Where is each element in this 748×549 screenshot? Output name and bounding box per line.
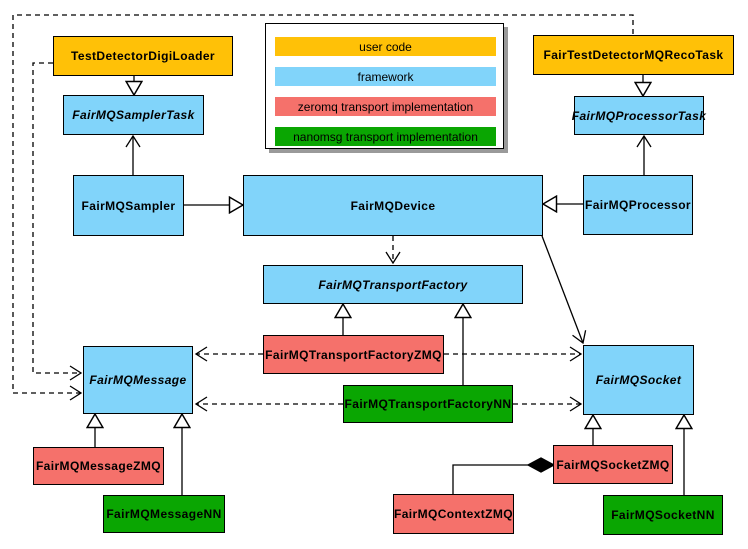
class-fairmq-transport-factory: FairMQTransportFactory — [263, 265, 523, 304]
edge-device-socket — [541, 235, 587, 345]
legend-item-framework: framework — [275, 67, 496, 86]
class-fairmq-processor-task: FairMQProcessorTask — [572, 96, 706, 135]
class-fairmq-message: FairMQMessage — [83, 346, 193, 414]
class-fairmq-sampler: FairMQSampler — [73, 175, 184, 236]
class-fairmq-device: FairMQDevice — [243, 175, 543, 236]
class-test-detector-digi-loader: TestDetectorDigiLoader — [53, 36, 233, 76]
composition-diamond — [526, 457, 556, 473]
edge-contextzmq-socketzmq — [452, 464, 528, 494]
class-fairmq-message-zmq: FairMQMessageZMQ — [33, 447, 164, 485]
class-fairmq-transport-factory-nn: FairMQTransportFactoryNN — [343, 385, 513, 423]
class-fairmq-sampler-task: FairMQSamplerTask — [63, 95, 204, 135]
class-fairmq-message-nn: FairMQMessageNN — [103, 495, 225, 533]
legend-item-user-code: user code — [275, 37, 496, 56]
legend-item-nanomsg: nanomsg transport implementation — [275, 127, 496, 146]
class-fairmq-context-zmq: FairMQContextZMQ — [393, 494, 514, 534]
class-fairmq-processor: FairMQProcessor — [583, 175, 693, 235]
legend-box: user code framework zeromq transport imp… — [265, 23, 504, 149]
legend-item-zeromq: zeromq transport implementation — [275, 97, 496, 116]
class-fairmq-transport-factory-zmq: FairMQTransportFactoryZMQ — [263, 335, 444, 374]
class-fairmq-socket: FairMQSocket — [583, 345, 694, 415]
class-fair-test-detector-mq-reco-task: FairTestDetectorMQRecoTask — [533, 35, 734, 75]
class-fairmq-socket-nn: FairMQSocketNN — [603, 495, 723, 535]
class-fairmq-socket-zmq: FairMQSocketZMQ — [553, 445, 673, 484]
